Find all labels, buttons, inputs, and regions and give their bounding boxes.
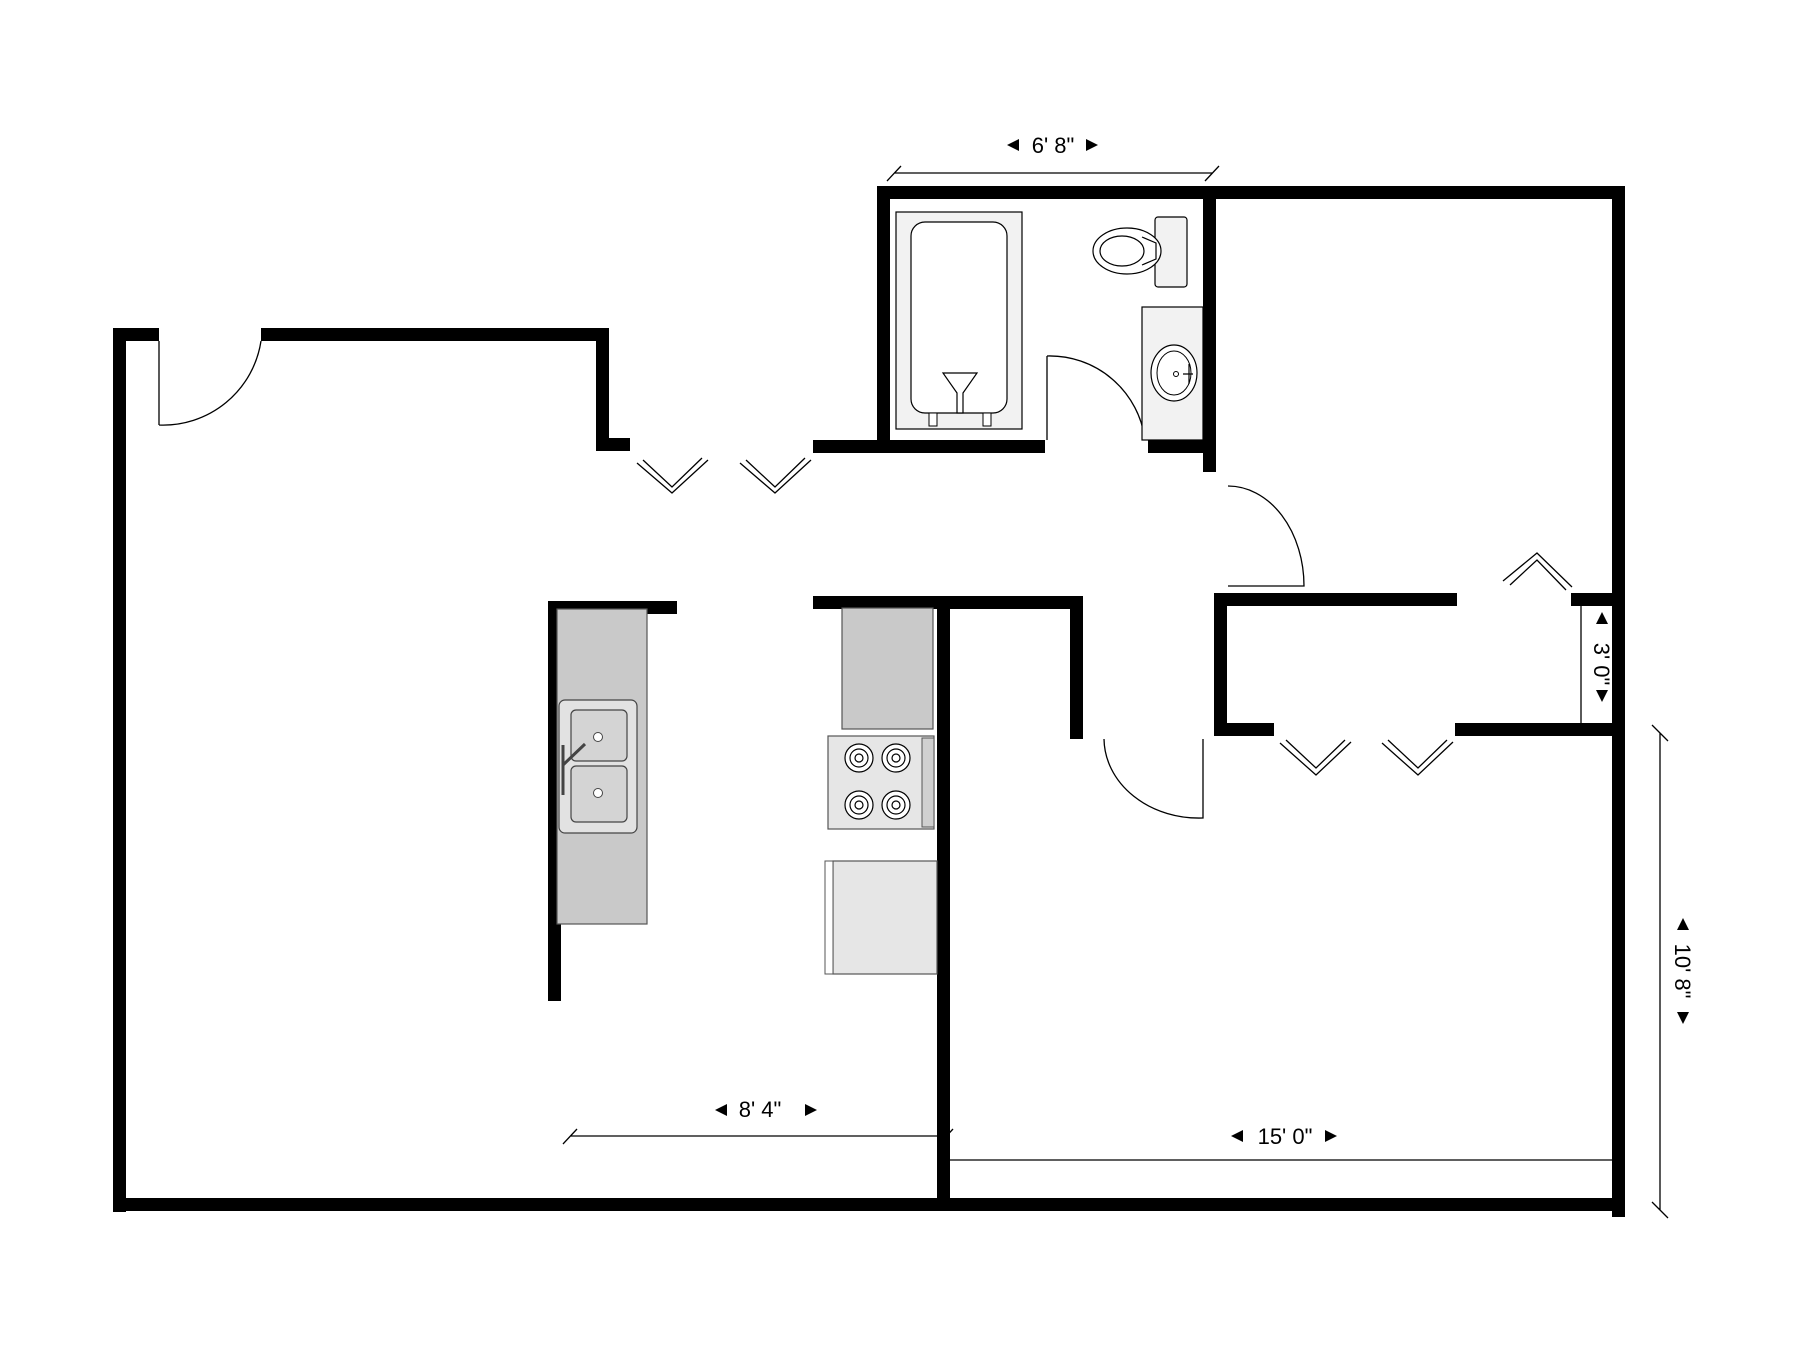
dimension-bedroom-width: 15' 0"	[950, 1124, 1612, 1161]
wall-closet-right-stub	[1571, 593, 1625, 606]
arrow-right-icon	[1086, 139, 1098, 151]
dimension-label-bathroom: 6' 8"	[1032, 133, 1075, 158]
wall-closet-top	[1214, 593, 1457, 606]
wall-bath-bottom-c	[1148, 440, 1216, 453]
wall-top-left-b	[261, 328, 609, 341]
arrow-down-icon	[1596, 690, 1608, 702]
wall-top-left-a	[113, 328, 159, 341]
wall-bedroom-inner	[1070, 596, 1083, 739]
door-bedroom	[1103, 738, 1204, 819]
dimension-label-bedroom-width: 15' 0"	[1258, 1124, 1313, 1149]
wall-closet-bottom-b	[1455, 723, 1625, 736]
arrow-left-icon	[1007, 139, 1019, 151]
wall-bath-top	[877, 186, 1625, 199]
arrow-left-icon	[1231, 1130, 1243, 1142]
dimension-label-kitchen: 8' 4"	[739, 1097, 782, 1122]
wall-bedroom-top	[937, 596, 1083, 609]
arrow-up-icon	[1596, 612, 1608, 624]
arrow-up-icon	[1677, 918, 1689, 930]
doors	[158, 340, 1573, 819]
arrow-right-icon	[805, 1104, 817, 1116]
wall-bath-right	[1203, 186, 1216, 472]
wall-closet-bottom-a	[1214, 723, 1274, 736]
kitchen-sink-icon	[556, 608, 648, 925]
wall-hall-left-stub	[596, 438, 630, 451]
wall-bedroom-left	[937, 596, 950, 1211]
bathroom-sink-icon	[1141, 306, 1204, 441]
dimension-bedroom-depth: 10' 8"	[1651, 724, 1695, 1219]
door-bathroom	[1046, 355, 1146, 441]
wall-kitchen-top-right	[813, 596, 943, 609]
arrow-right-icon	[1325, 1130, 1337, 1142]
refrigerator-icon	[824, 860, 938, 975]
bifold-door-closet-a	[1279, 739, 1352, 776]
arrow-down-icon	[1677, 1012, 1689, 1024]
wall-bath-bottom-b	[877, 440, 1045, 453]
wall-bath-bottom-a	[813, 440, 890, 453]
wall-hall-left	[596, 328, 609, 451]
wall-closet-left	[1214, 593, 1227, 736]
door-entry	[158, 340, 262, 426]
dimension-label-bedroom-depth: 10' 8"	[1670, 944, 1695, 999]
bathtub-icon	[895, 211, 1023, 430]
bifold-door-right	[1502, 552, 1573, 591]
dimension-label-closet: 3' 0"	[1589, 643, 1614, 686]
wall-bottom	[113, 1198, 1625, 1211]
bifold-door-closet-b	[1381, 739, 1454, 776]
dimension-bathroom-width: 6' 8"	[886, 133, 1220, 182]
bifold-door-hall-a	[636, 457, 709, 494]
wall-right	[1612, 186, 1625, 1217]
bifold-door-hall-b	[739, 457, 812, 494]
arrow-left-icon	[715, 1104, 727, 1116]
door-hall-right	[1227, 485, 1305, 587]
wall-bath-left	[877, 186, 890, 453]
dimension-closet-depth: 3' 0"	[1580, 606, 1614, 723]
wall-left	[113, 328, 126, 1212]
toilet-icon	[1092, 216, 1188, 288]
counter-right	[841, 607, 934, 730]
stove-icon	[827, 735, 935, 830]
dimension-kitchen-width: 8' 4"	[562, 1097, 954, 1145]
